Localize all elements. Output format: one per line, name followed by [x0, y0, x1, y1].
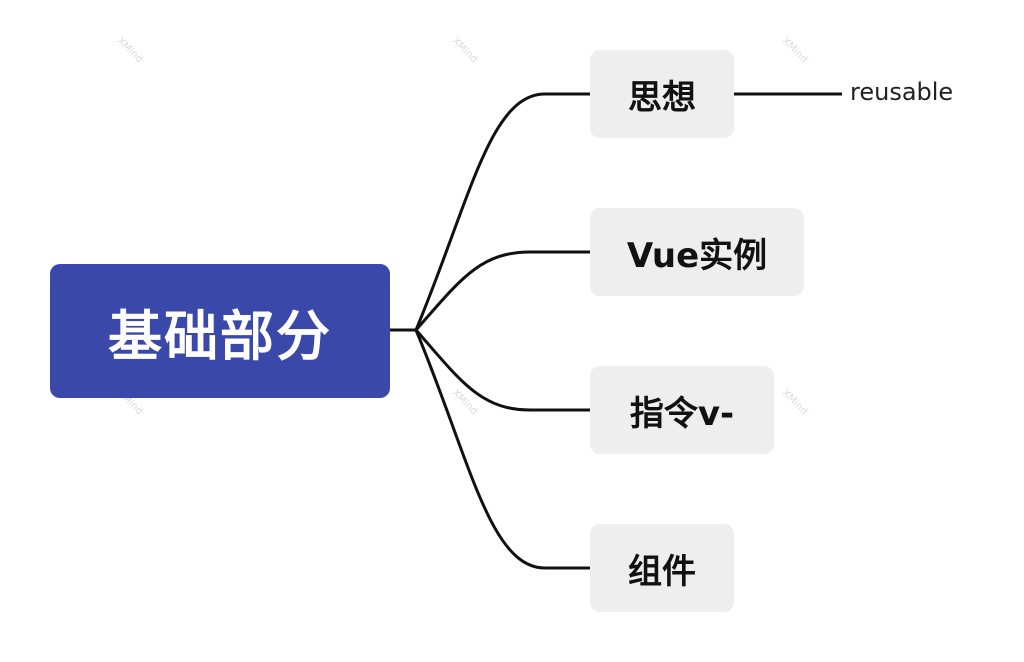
- connector-thinking: [414, 92, 590, 331]
- branch-label: 思想: [628, 77, 696, 118]
- connector-component: [414, 329, 590, 570]
- branch-node-vue-instance[interactable]: Vue实例: [590, 208, 804, 296]
- root-label: 基础部分: [108, 304, 332, 368]
- branch-node-component[interactable]: 组件: [590, 524, 734, 612]
- branch-label: Vue实例: [626, 235, 768, 276]
- connector-directive: [414, 329, 590, 412]
- branch-node-thinking[interactable]: 思想: [590, 50, 734, 138]
- branch-label: 组件: [628, 551, 696, 592]
- root-node[interactable]: 基础部分: [50, 264, 390, 398]
- branch-node-directive[interactable]: 指令v-: [590, 366, 774, 454]
- leaf-node-reusable[interactable]: reusable: [850, 78, 954, 106]
- branch-label: 指令v-: [629, 393, 735, 434]
- connector-vue-instance: [414, 250, 590, 331]
